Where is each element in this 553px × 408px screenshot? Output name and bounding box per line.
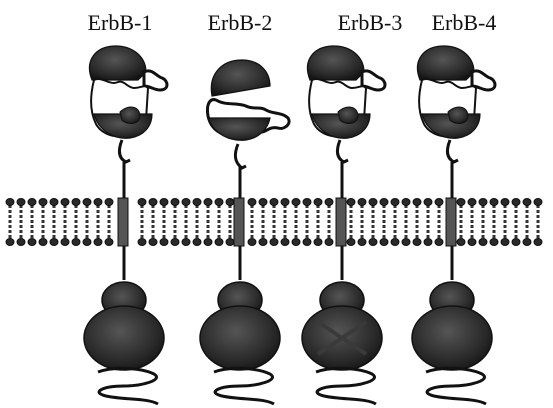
phospholipid: [39, 199, 47, 246]
phospholipid: [292, 199, 300, 246]
phospholipid: [468, 199, 476, 246]
phospholipid: [457, 199, 465, 246]
phospholipid: [512, 199, 520, 246]
phospholipid: [17, 199, 25, 246]
phospholipid: [347, 199, 355, 246]
phospholipid: [61, 199, 69, 246]
transmembrane-helix: [118, 198, 128, 246]
phospholipid: [182, 199, 190, 246]
phospholipid: [259, 199, 267, 246]
phospholipid: [83, 199, 91, 246]
extracellular-domain: [417, 46, 495, 198]
phospholipid: [149, 199, 157, 246]
phospholipid: [435, 199, 443, 246]
phospholipid: [479, 199, 487, 246]
receptor-erbb-2: ErbB-2: [200, 10, 289, 404]
phospholipid: [226, 199, 234, 246]
phospholipid: [50, 199, 58, 246]
transmembrane-helix: [336, 198, 346, 246]
phospholipid: [501, 199, 509, 246]
phospholipid: [402, 199, 410, 246]
phospholipid: [72, 199, 80, 246]
receptor-label-erbb-4: ErbB-4: [432, 10, 497, 35]
intracellular-kinase-domain: [302, 246, 382, 404]
phospholipid: [325, 199, 333, 246]
phospholipid: [94, 199, 102, 246]
extracellular-domain: [307, 46, 385, 198]
phospholipid: [171, 199, 179, 246]
phospholipid: [215, 199, 223, 246]
phospholipid: [248, 199, 256, 246]
phospholipid: [534, 199, 542, 246]
phospholipid: [523, 199, 531, 246]
transmembrane-helix: [446, 198, 456, 246]
phospholipid: [105, 199, 113, 246]
phospholipid: [28, 199, 36, 246]
phospholipid: [193, 199, 201, 246]
extracellular-domain: [89, 46, 167, 198]
phospholipid: [358, 199, 366, 246]
phospholipid: [391, 199, 399, 246]
phospholipid: [314, 199, 322, 246]
phospholipid: [413, 199, 421, 246]
phospholipid: [270, 199, 278, 246]
intracellular-kinase-domain: [200, 246, 280, 404]
phospholipid: [281, 199, 289, 246]
receptor-erbb-1: ErbB-1: [84, 10, 167, 404]
phospholipid: [380, 199, 388, 246]
phospholipid: [424, 199, 432, 246]
extracellular-domain: [207, 60, 289, 198]
transmembrane-helix: [234, 198, 244, 246]
lipid-bilayer-membrane: [6, 199, 542, 246]
intracellular-kinase-domain: [412, 246, 492, 404]
receptor-label-erbb-3: ErbB-3: [338, 10, 403, 35]
phospholipid: [303, 199, 311, 246]
phospholipid: [138, 199, 146, 246]
receptor-label-erbb-2: ErbB-2: [208, 10, 273, 35]
phospholipid: [204, 199, 212, 246]
phospholipid: [6, 199, 14, 246]
phospholipid: [369, 199, 377, 246]
phospholipid: [490, 199, 498, 246]
intracellular-kinase-domain: [84, 246, 164, 404]
phospholipid: [160, 199, 168, 246]
receptor-label-erbb-1: ErbB-1: [88, 10, 153, 35]
